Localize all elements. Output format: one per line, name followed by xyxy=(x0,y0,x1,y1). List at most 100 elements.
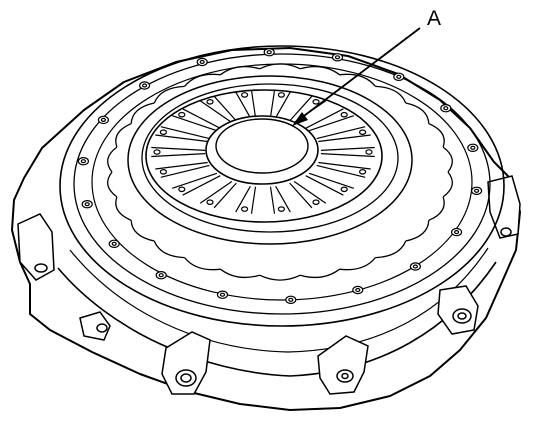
scallop-arc xyxy=(405,102,430,124)
spring-finger-slot-end xyxy=(359,129,367,136)
scallop-arc xyxy=(184,257,221,271)
rim-ring-2 xyxy=(73,53,491,315)
scallop-arc xyxy=(259,63,301,70)
rivet-center xyxy=(334,55,341,60)
rivet-center xyxy=(454,230,460,235)
rivet-center xyxy=(142,83,148,88)
scallop-arc xyxy=(339,73,376,87)
center-hub-opening xyxy=(215,118,309,174)
spring-finger-slot-end xyxy=(159,129,167,136)
scallop-arc xyxy=(300,268,340,279)
rivet-center xyxy=(412,264,418,269)
rim-ring-outer xyxy=(59,45,505,327)
spring-finger-slot-end xyxy=(153,149,161,155)
inner-ring xyxy=(141,83,399,233)
spring-finger-edge xyxy=(250,90,257,118)
rivet-center xyxy=(288,297,294,302)
mounting-flange-left xyxy=(17,213,111,341)
spring-finger-slot-end xyxy=(178,111,186,118)
spring-finger-slot-end xyxy=(241,92,249,98)
callout-label-a: A xyxy=(427,7,441,30)
spring-finger-slot-end xyxy=(206,199,214,206)
spring-finger-slot-end xyxy=(312,199,320,206)
spring-finger-edge xyxy=(289,182,313,209)
rivet-center xyxy=(158,273,164,278)
spring-finger-edge xyxy=(182,175,221,196)
scallop-arc xyxy=(428,123,445,148)
scallop-arc xyxy=(130,220,155,242)
spring-finger-edge xyxy=(172,115,218,132)
rivet-center xyxy=(80,159,87,164)
spring-finger-edge xyxy=(213,95,237,122)
spring-finger-edge xyxy=(151,153,206,158)
spring-finger-edge xyxy=(293,181,327,204)
scallop-arc xyxy=(153,240,185,259)
scallop-arc xyxy=(442,146,453,173)
bottom-lugs xyxy=(161,331,369,395)
scalloped-ring xyxy=(107,63,453,281)
rivet-center xyxy=(100,117,107,123)
spring-finger-edge xyxy=(151,146,206,151)
spring-finger-edge xyxy=(269,186,276,214)
spring-finger-edge xyxy=(318,134,371,143)
scallop-arc xyxy=(375,240,407,259)
rivet-center xyxy=(266,50,272,55)
scallop-arc xyxy=(153,85,185,104)
spring-finger-edge xyxy=(275,91,291,119)
spring-finger-edge xyxy=(305,175,344,196)
rivet-center xyxy=(470,145,476,150)
scallop-arc xyxy=(115,196,132,221)
scallop-arc xyxy=(220,65,260,76)
callout-arrowhead xyxy=(292,112,308,126)
spring-finger-edge xyxy=(182,108,221,129)
rivet-center xyxy=(84,202,90,207)
spring-finger-edge xyxy=(160,126,210,140)
rivet-ring xyxy=(77,48,483,304)
rivet-center xyxy=(443,106,449,111)
spring-finger-edge xyxy=(289,95,313,122)
spring-finger-edge xyxy=(320,153,375,158)
scallop-arc xyxy=(259,274,301,281)
spring-finger-edge xyxy=(269,90,276,118)
rivet-center xyxy=(199,59,205,65)
scallop-arc xyxy=(107,146,118,173)
scallop-arc xyxy=(130,102,155,124)
diaphragm-spring-fingers xyxy=(151,90,375,214)
spring-finger-edge xyxy=(199,181,233,204)
spring-finger-edge xyxy=(308,172,354,189)
spring-finger-edge xyxy=(250,186,257,214)
scallop-arc xyxy=(375,85,407,104)
spring-finger-edge xyxy=(235,91,251,119)
spring-finger-edge xyxy=(320,146,375,151)
spring-finger-slot-end xyxy=(340,111,348,118)
spring-finger-slot-end xyxy=(312,99,320,105)
spring-finger-edge xyxy=(305,108,344,129)
scallop-arc xyxy=(107,171,118,198)
rivet-center xyxy=(474,188,480,193)
spring-finger-slot-end xyxy=(241,206,249,212)
mounting-flange-right xyxy=(437,175,521,335)
scallop-arc xyxy=(428,196,445,221)
spring-finger-edge xyxy=(235,185,251,213)
spring-finger-edge xyxy=(160,164,210,178)
spring-finger-slot-end xyxy=(206,99,214,105)
spring-finger-slot-end xyxy=(277,206,285,212)
rivet-center xyxy=(355,287,361,293)
scallop-arc xyxy=(115,123,132,148)
scallop-arc xyxy=(442,171,453,198)
spring-finger-slot-end xyxy=(277,92,285,98)
scallop-arc xyxy=(339,257,376,271)
spring-finger-edge xyxy=(213,182,237,209)
spring-finger-edge xyxy=(318,161,371,170)
callout-leader-line xyxy=(295,27,421,123)
scallop-arc xyxy=(220,268,260,279)
spring-finger-edge xyxy=(155,161,208,170)
spring-finger-slot-end xyxy=(359,169,367,175)
spring-finger-edge xyxy=(155,134,208,143)
scallop-arc xyxy=(300,65,340,76)
rivet-center xyxy=(111,241,117,246)
spring-finger-edge xyxy=(316,164,366,178)
rivet-center xyxy=(396,74,402,79)
spring-finger-edge xyxy=(199,100,233,123)
